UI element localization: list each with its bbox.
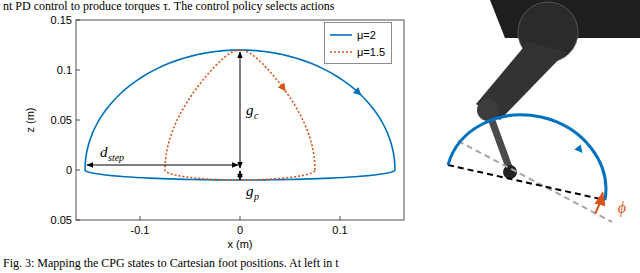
legend-text: μ=2 xyxy=(357,29,376,41)
tick-label: 0 xyxy=(237,224,243,236)
foot-trajectory xyxy=(165,50,315,180)
thigh-link xyxy=(476,42,566,120)
tick-mark xyxy=(340,216,341,220)
dimension-label: g xyxy=(246,102,254,119)
legend-row: μ=2 xyxy=(329,26,385,43)
direction-arrow xyxy=(574,144,582,153)
angle-arc xyxy=(595,193,602,214)
tick-mark xyxy=(240,216,241,220)
dimension-arrow xyxy=(240,171,241,180)
tick-mark xyxy=(76,220,80,221)
angle-label: ϕ xyxy=(618,199,626,217)
dimension-subscript: step xyxy=(108,152,124,163)
reference-line xyxy=(458,141,612,222)
plot-axes xyxy=(76,20,404,220)
tick-label: 0 xyxy=(66,164,72,176)
tick-label: 0.1 xyxy=(332,224,347,236)
tick-mark xyxy=(76,120,80,121)
tick-mark xyxy=(140,216,141,220)
tick-label: 0.05 xyxy=(51,114,72,126)
tick-label: 0.1 xyxy=(57,64,72,76)
legend-sample xyxy=(329,30,353,40)
tick-mark xyxy=(76,70,80,71)
legend-row: μ=1.5 xyxy=(329,43,385,60)
legend-sample xyxy=(329,47,353,57)
body-text: nt PD control to produce torques τ. The … xyxy=(3,0,334,13)
step-chord xyxy=(448,165,605,200)
legend-text: μ=1.5 xyxy=(357,46,385,58)
direction-arrow xyxy=(278,83,286,92)
legend-box: μ=2 μ=1.5 xyxy=(324,22,392,64)
dimension-label: d xyxy=(100,144,108,161)
axis-label: z (m) xyxy=(24,107,36,132)
axes-box xyxy=(76,20,404,220)
tick-mark xyxy=(76,20,80,21)
foot-trajectory xyxy=(448,115,606,200)
tick-label: 0.05 xyxy=(51,214,72,226)
foot-trajectory xyxy=(85,50,395,180)
dimension-arrow xyxy=(87,165,238,166)
tick-label: -0.1 xyxy=(131,224,150,236)
axis-label: x (m) xyxy=(227,238,252,250)
dimension-subscript: c xyxy=(254,110,258,121)
robot-leg xyxy=(448,0,640,222)
figure-caption: Fig. 3: Mapping the CPG states to Cartes… xyxy=(3,256,339,270)
tick-mark xyxy=(76,170,80,171)
dimension-label: g xyxy=(246,183,254,200)
tick-label: 0.15 xyxy=(51,14,72,26)
dimension-subscript: p xyxy=(254,191,259,202)
dimension-arrow xyxy=(240,52,241,168)
direction-arrow xyxy=(353,87,362,95)
